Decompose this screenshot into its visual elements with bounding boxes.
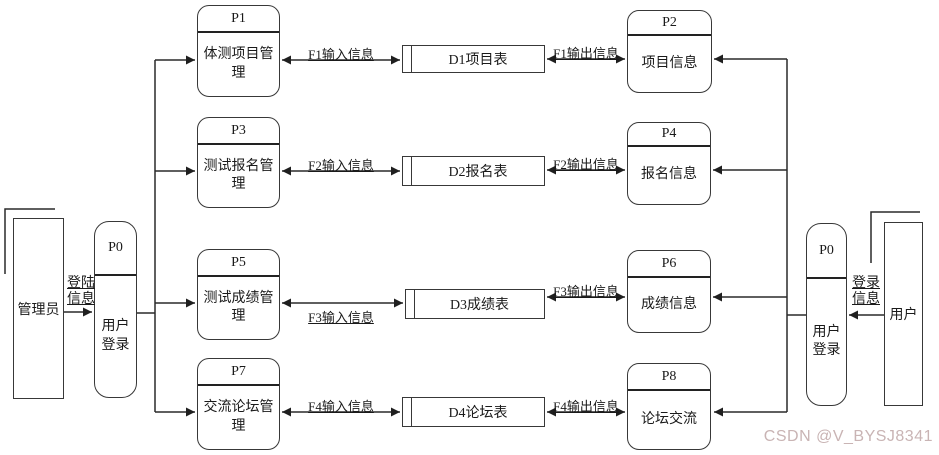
process-p3-number: P3 bbox=[198, 118, 279, 145]
process-p1-label: 体测项目管 理 bbox=[203, 47, 274, 81]
datastore-d1: D1项目表 bbox=[402, 45, 545, 73]
process-p3-label: 测试报名管 理 bbox=[203, 158, 274, 192]
flow-label-f3-in: F3输入信息 bbox=[308, 310, 374, 325]
process-p2: P2 项目信息 bbox=[627, 10, 712, 93]
process-p6-number: P6 bbox=[628, 251, 710, 278]
flow-label-f2-in: F2输入信息 bbox=[308, 158, 374, 173]
process-p0-right: P0 用户 登录 bbox=[806, 223, 847, 406]
flow-label-login-left: 登陆 信息 bbox=[67, 276, 95, 307]
flow-label-f1-out: F1输出信息 bbox=[553, 46, 619, 61]
datastore-d1-label: D1项目表 bbox=[448, 53, 508, 68]
admin-entity-decoration bbox=[4, 208, 55, 274]
process-p3: P3 测试报名管 理 bbox=[197, 117, 280, 208]
process-p7-label: 交流论坛管 理 bbox=[203, 400, 274, 434]
entity-admin-label: 管理员 bbox=[17, 302, 60, 318]
process-p0-right-number: P0 bbox=[807, 224, 846, 279]
process-p8: P8 论坛交流 bbox=[627, 363, 711, 450]
flow-label-login-right: 登录 信息 bbox=[852, 276, 880, 307]
datastore-d4-label: D4论坛表 bbox=[448, 406, 508, 421]
datastore-d4: D4论坛表 bbox=[402, 397, 545, 427]
process-p0-right-label: 用户 登录 bbox=[812, 324, 841, 358]
datastore-d2-cap bbox=[403, 157, 412, 185]
datastore-d3-cap bbox=[406, 290, 415, 318]
datastore-d4-cap bbox=[403, 398, 412, 426]
datastore-d2-label: D2报名表 bbox=[448, 165, 508, 180]
datastore-d1-cap bbox=[403, 46, 412, 72]
process-p6-label: 成绩信息 bbox=[641, 296, 697, 312]
process-p5: P5 测试成绩管 理 bbox=[197, 249, 280, 340]
process-p8-number: P8 bbox=[628, 364, 710, 391]
flow-label-f4-in: F4输入信息 bbox=[308, 399, 374, 414]
flow-label-f4-out: F4输出信息 bbox=[553, 399, 619, 414]
entity-user-label: 用户 bbox=[889, 308, 918, 323]
process-p0-left-number: P0 bbox=[95, 222, 136, 276]
flow-label-f3-out: F3输出信息 bbox=[553, 284, 619, 299]
datastore-d2: D2报名表 bbox=[402, 156, 545, 186]
flow-label-f1-in: F1输入信息 bbox=[308, 47, 374, 62]
flow-label-f2-out: F2输出信息 bbox=[553, 157, 619, 172]
process-p0-left-label: 用户 登录 bbox=[101, 319, 130, 353]
entity-user: 用户 bbox=[884, 222, 923, 406]
process-p2-label: 项目信息 bbox=[641, 55, 698, 71]
csdn-watermark: CSDN @V_BYSJ8341 bbox=[763, 428, 933, 445]
process-p8-label: 论坛交流 bbox=[641, 411, 697, 427]
process-p4-label: 报名信息 bbox=[641, 167, 697, 183]
process-p6: P6 成绩信息 bbox=[627, 250, 711, 333]
process-p2-number: P2 bbox=[628, 11, 711, 36]
process-p5-label: 测试成绩管 理 bbox=[203, 290, 274, 324]
datastore-d3: D3成绩表 bbox=[405, 289, 545, 319]
process-p1: P1 体测项目管 理 bbox=[197, 5, 280, 97]
process-p7: P7 交流论坛管 理 bbox=[197, 358, 280, 450]
datastore-d3-label: D3成绩表 bbox=[449, 298, 510, 313]
process-p0-left: P0 用户 登录 bbox=[94, 221, 137, 398]
process-p7-number: P7 bbox=[198, 359, 279, 386]
entity-admin: 管理员 bbox=[13, 218, 64, 399]
process-p4-number: P4 bbox=[628, 123, 710, 147]
user-entity-decoration bbox=[870, 211, 920, 263]
process-p4: P4 报名信息 bbox=[627, 122, 711, 205]
process-p1-number: P1 bbox=[198, 6, 279, 33]
process-p5-number: P5 bbox=[198, 250, 279, 277]
